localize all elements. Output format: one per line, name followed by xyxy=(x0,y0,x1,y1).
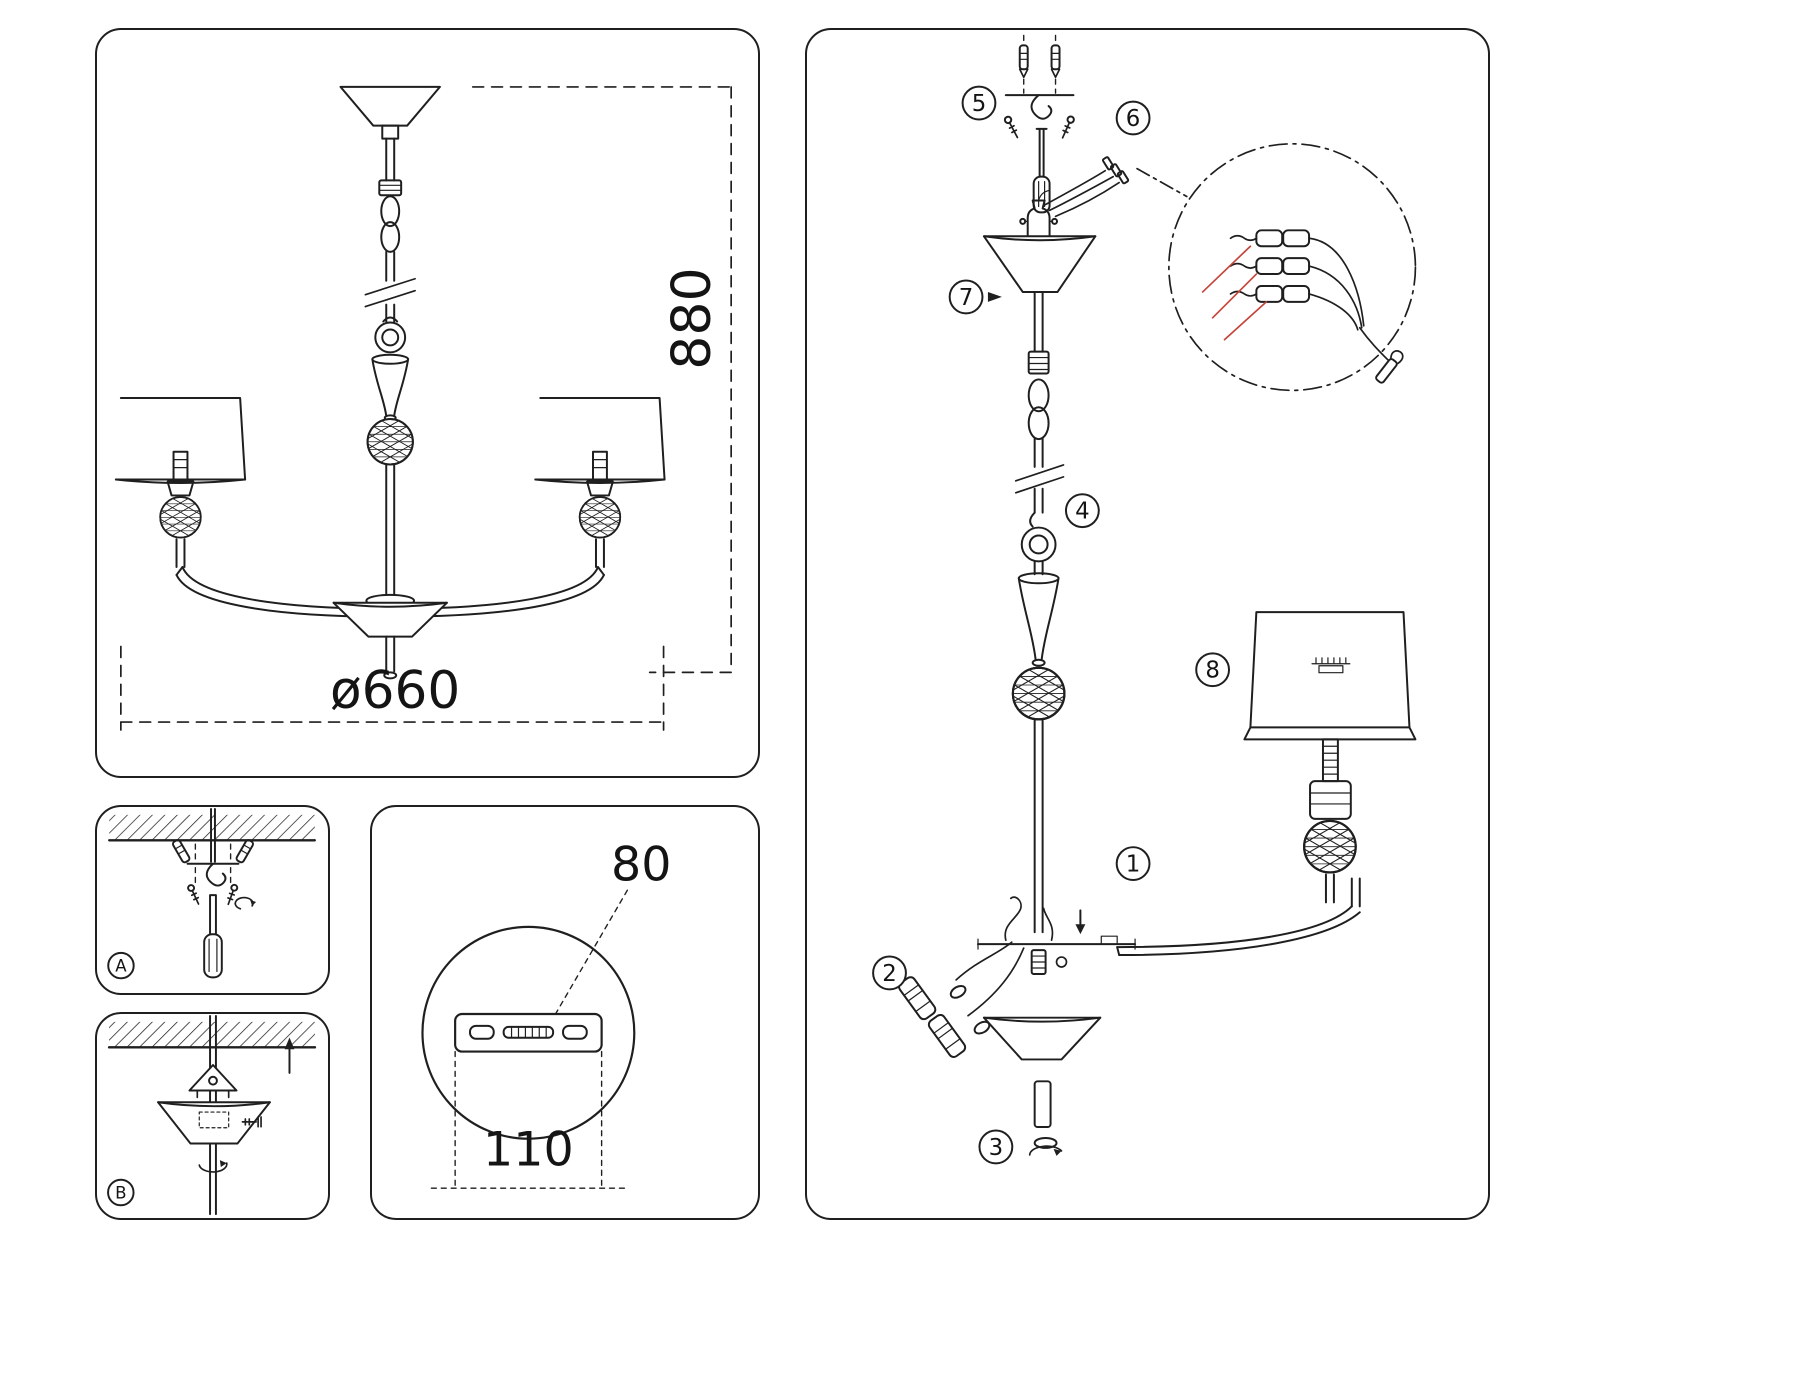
wiring-detail-circle xyxy=(1168,142,1417,392)
svg-text:3: 3 xyxy=(989,1135,1004,1161)
panel-step-a: A xyxy=(95,805,330,995)
crystal-ball xyxy=(1011,659,1067,738)
svg-text:2: 2 xyxy=(882,961,897,987)
suspension-rod-chain xyxy=(364,137,416,354)
step-badge-6: 6 xyxy=(1115,100,1151,136)
shade-assembly xyxy=(1243,611,1417,904)
screwdriver xyxy=(203,894,223,979)
column-vase xyxy=(1017,572,1060,667)
lower-bowl xyxy=(982,1016,1102,1061)
rod-chain xyxy=(1014,290,1065,576)
terminal-blocks xyxy=(1229,229,1311,303)
crystal-ball-center xyxy=(366,412,415,482)
left-shade-assembly xyxy=(114,397,247,553)
ceiling-hook xyxy=(1003,94,1075,139)
svg-text:5: 5 xyxy=(972,91,987,117)
canopy xyxy=(157,1101,271,1145)
mains-wires xyxy=(1044,156,1130,218)
mounting-screws xyxy=(187,867,239,906)
right-shade-assembly xyxy=(534,397,666,553)
svg-text:8: 8 xyxy=(1205,658,1220,684)
step-badge-4: 4 xyxy=(1064,493,1100,529)
side-screw xyxy=(241,1116,262,1128)
height-dimension-lines xyxy=(471,86,733,674)
turn-arrow xyxy=(198,1160,228,1173)
plate-length-label: 110 xyxy=(483,1122,574,1177)
ceiling-anchors xyxy=(1018,34,1061,94)
detail-wire-bundle xyxy=(1308,237,1389,361)
hub-assembly xyxy=(977,896,1137,975)
finial xyxy=(1028,1136,1063,1156)
svg-text:4: 4 xyxy=(1075,499,1090,525)
cable-tie xyxy=(1375,350,1404,384)
panel-plate-detail: 80 110 xyxy=(370,805,760,1220)
step-b-badge: B xyxy=(107,1178,135,1207)
step-badge-2: 2 xyxy=(872,955,907,991)
step-a-badge: A xyxy=(107,951,135,980)
hook-plate xyxy=(172,839,254,887)
canopy xyxy=(982,235,1097,293)
step-badge-8: 8 xyxy=(1195,652,1231,688)
svg-text:7: 7 xyxy=(959,285,974,311)
turn-arrow xyxy=(234,896,257,910)
socket-fitting xyxy=(1019,189,1059,238)
step-badge-7: 7 xyxy=(948,279,984,315)
dimension-110-lines xyxy=(430,1050,627,1189)
diameter-dimension-lines xyxy=(120,645,665,731)
stem-tube xyxy=(1033,1080,1052,1129)
step-badge-3: 3 xyxy=(978,1129,1014,1165)
strap-bracket xyxy=(188,1064,238,1099)
ceiling-pin xyxy=(210,807,216,863)
center-rod xyxy=(1033,719,1044,934)
svg-text:B: B xyxy=(115,1183,126,1202)
ceiling-hatch xyxy=(107,1021,317,1049)
detail-circle xyxy=(421,925,636,1140)
up-arrow xyxy=(284,1037,295,1074)
ceiling-cup xyxy=(339,85,441,140)
arm xyxy=(1116,877,1361,957)
step-badge-5: 5 xyxy=(961,85,997,121)
panel-assembly: 5 6 7 4 8 xyxy=(805,28,1490,1220)
panel-step-b: B xyxy=(95,1012,330,1220)
mounting-plate xyxy=(454,1012,603,1053)
detail-leader-line xyxy=(1136,167,1188,198)
step-badge-1: 1 xyxy=(1115,846,1151,881)
screwdriver xyxy=(1032,127,1051,214)
height-dimension-label: 880 xyxy=(659,267,722,369)
center-column xyxy=(371,353,410,596)
diameter-dimension-label: ø660 xyxy=(330,661,460,721)
svg-text:6: 6 xyxy=(1126,106,1141,132)
bottom-bowl xyxy=(332,593,448,680)
wire-test-leads xyxy=(1201,245,1268,341)
svg-text:1: 1 xyxy=(1126,852,1141,878)
panel-dimension-drawing: 880 ø660 xyxy=(95,28,760,778)
hole-spacing-label: 80 xyxy=(611,837,671,892)
svg-text:A: A xyxy=(115,956,127,975)
canopy-pointer xyxy=(987,291,1002,302)
leader-80 xyxy=(555,889,629,1014)
